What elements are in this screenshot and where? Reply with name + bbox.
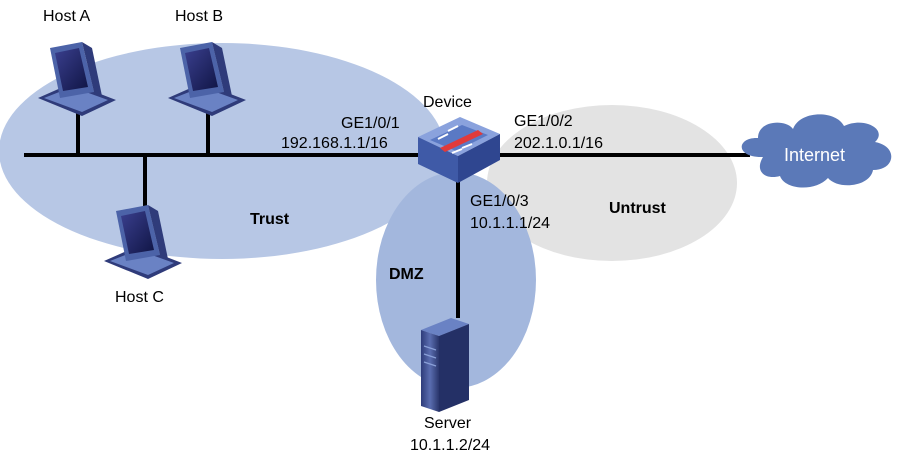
device-label: Device — [423, 94, 472, 111]
ge1-interface-name: GE1/0/1 — [341, 115, 400, 132]
host-b-label: Host B — [175, 8, 224, 25]
internet-label: Internet — [784, 145, 846, 165]
host-a-label: Host A — [43, 8, 91, 25]
ge1-interface-ip: 192.168.1.1/16 — [281, 135, 388, 152]
untrust-zone — [487, 105, 737, 261]
trust-zone — [0, 43, 445, 259]
untrust-zone-label: Untrust — [609, 200, 666, 217]
ge2-interface-name: GE1/0/2 — [514, 113, 573, 130]
ge3-interface-ip: 10.1.1.1/24 — [470, 215, 551, 232]
ge3-interface-name: GE1/0/3 — [470, 193, 529, 210]
internet-cloud-icon — [741, 114, 892, 188]
dmz-zone-label: DMZ — [389, 266, 424, 283]
trust-zone-label: Trust — [250, 211, 290, 228]
ge2-interface-ip: 202.1.0.1/16 — [514, 135, 603, 152]
firewall-bricks-icon — [440, 130, 483, 152]
host-a-computer-icon — [38, 42, 116, 116]
host-b-computer-icon — [168, 42, 246, 116]
firewall-device-icon — [418, 117, 500, 183]
server-ip: 10.1.1.2/24 — [410, 437, 491, 454]
server-icon — [421, 318, 469, 412]
host-c-label: Host C — [115, 289, 164, 306]
host-c-computer-icon — [104, 205, 182, 279]
server-label: Server — [424, 415, 472, 432]
